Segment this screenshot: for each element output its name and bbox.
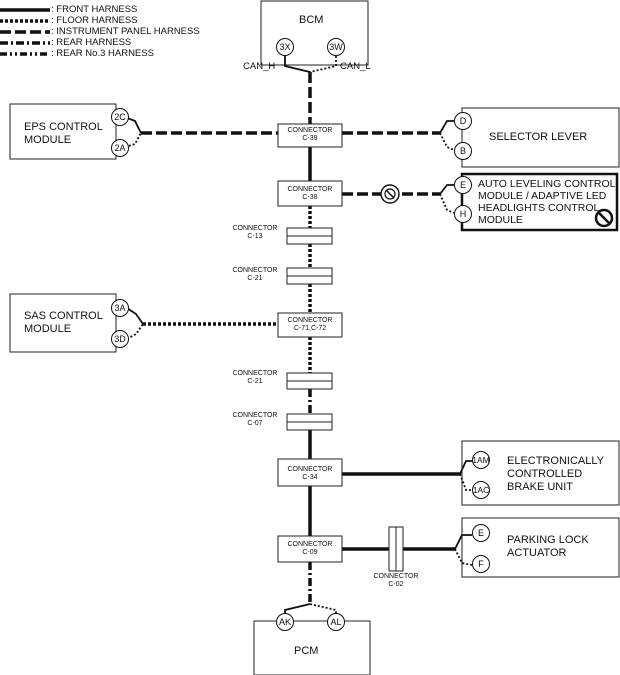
legend-item: : FRONT HARNESS	[0, 4, 200, 15]
legend: : FRONT HARNESS : FLOOR HARNESS : INSTRU…	[0, 4, 200, 59]
legend-item: : INSTRUMENT PANEL HARNESS	[0, 26, 200, 37]
connector-c09	[277, 535, 343, 563]
connector-c34-label: CONNECTOR C-34	[287, 466, 333, 481]
pcm-box	[253, 620, 371, 675]
connector-c71-label: CONNECTOR C-71,C-72	[287, 317, 333, 332]
connector-c71	[277, 312, 343, 338]
legend-item: : FLOOR HARNESS	[0, 15, 200, 26]
brake-label: ELECTRONICALLY CONTROLLED BRAKE UNIT	[507, 455, 604, 493]
pin-al-1: E	[454, 176, 472, 194]
pin-pcm-2: AL	[327, 613, 345, 631]
legend-label: : FLOOR HARNESS	[51, 15, 138, 26]
parking-label: PARKING LOCK ACTUATOR	[507, 534, 589, 559]
eps-label: EPS CONTROL MODULE	[24, 121, 103, 146]
connector-c13-label: CONNECTOR C-13	[232, 225, 278, 240]
connector-c02-label: CONNECTOR C-02	[373, 573, 419, 588]
can-h-label: CAN_H	[243, 61, 276, 72]
legend-item: : REAR No.3 HARNESS	[0, 48, 200, 59]
eps-box	[9, 103, 117, 160]
sas-label: SAS CONTROL MODULE	[24, 310, 103, 335]
connector-c38	[277, 180, 343, 207]
selector-box	[461, 107, 620, 168]
connector-c21a-label: CONNECTOR C-21	[232, 267, 278, 282]
pin-selector-2: B	[454, 142, 472, 160]
bcm-box	[260, 0, 369, 66]
legend-label: : FRONT HARNESS	[51, 4, 138, 15]
pin-bcm-can-h: 3X	[276, 38, 294, 56]
pin-sas-1: 3A	[111, 299, 129, 317]
pin-parking-2: F	[472, 555, 490, 573]
pin-bcm-can-l: 3W	[327, 38, 345, 56]
bcm-label: BCM	[299, 14, 324, 26]
prohibition-icon	[594, 208, 614, 228]
legend-item: : REAR HARNESS	[0, 37, 200, 48]
prohibition-small-icon	[380, 184, 400, 204]
connector-c34	[277, 458, 343, 487]
pin-brake-1: 1AM	[472, 451, 490, 469]
auto-leveling-box	[460, 172, 619, 232]
legend-label: : REAR No.3 HARNESS	[51, 48, 154, 59]
pin-pcm-1: AK	[276, 613, 294, 631]
pin-selector-1: D	[454, 112, 472, 130]
legend-label: : INSTRUMENT PANEL HARNESS	[51, 26, 200, 37]
pin-eps-1: 2C	[111, 108, 129, 126]
sas-box	[9, 293, 117, 353]
can-l-label: CAN_L	[340, 61, 371, 72]
pin-brake-2: 1AC	[472, 481, 490, 499]
connector-c07-label: CONNECTOR C-07	[232, 412, 278, 427]
pin-sas-2: 3D	[111, 330, 129, 348]
pin-eps-2: 2A	[111, 139, 129, 157]
selector-label: SELECTOR LEVER	[489, 131, 588, 143]
pcm-label: PCM	[294, 645, 319, 657]
pin-parking-1: E	[472, 524, 490, 542]
connector-c39-label: CONNECTOR C-39	[287, 127, 333, 142]
connector-c09-label: CONNECTOR C-09	[287, 541, 333, 556]
connector-c21b-label: CONNECTOR C-21	[232, 370, 278, 385]
auto-leveling-label: AUTO LEVELING CONTROL MODULE / ADAPTIVE …	[478, 178, 616, 226]
legend-label: : REAR HARNESS	[51, 37, 132, 48]
pin-al-2: H	[454, 205, 472, 223]
connector-c38-label: CONNECTOR C-38	[287, 186, 333, 201]
connector-c39	[277, 123, 343, 148]
